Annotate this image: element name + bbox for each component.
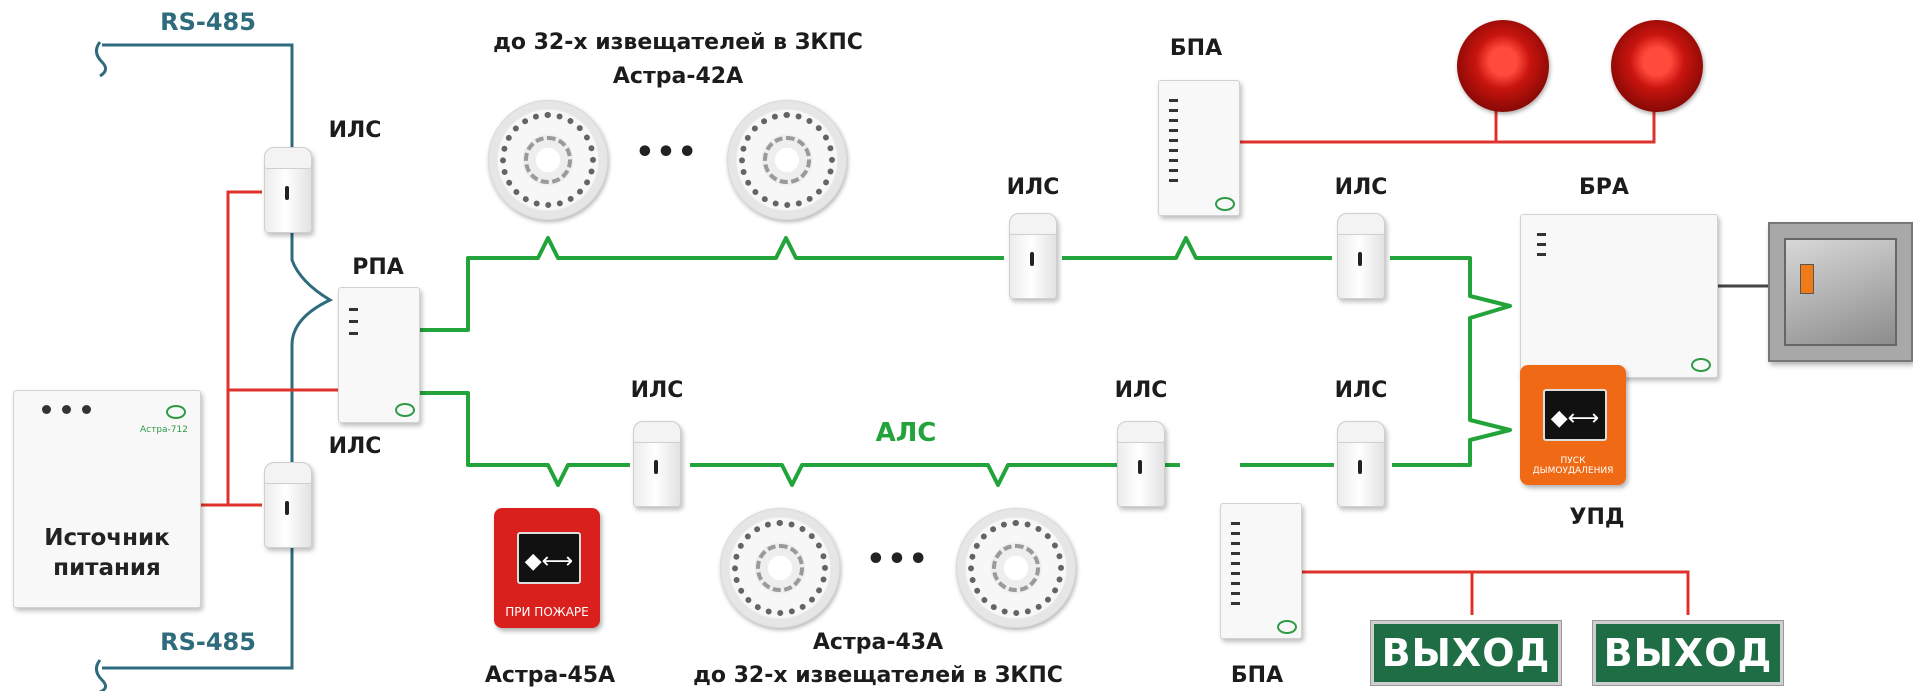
detector-astra43a <box>720 508 840 628</box>
ils-bottom-2-label: ИЛС <box>1114 378 1168 403</box>
als-loop <box>420 236 1512 487</box>
ils-top-right <box>1337 213 1385 299</box>
logo-icon <box>1277 620 1297 634</box>
detectors-top-caption: до 32-х извещателей в ЗКПС <box>493 30 863 55</box>
mcp-smoke-exhaust[interactable]: ◆⟷ ПУСК ДЫМОУДАЛЕНИЯ <box>1520 365 1626 485</box>
ils-bottom-1-label: ИЛС <box>630 378 684 403</box>
exit-sign-2: ВЫХОД <box>1593 621 1783 685</box>
bpa-bottom-device <box>1220 503 1302 639</box>
actuator-icon <box>1800 264 1814 294</box>
ils-top-mid-label: ИЛС <box>1006 175 1060 200</box>
mcp-window-icon: ◆⟷ <box>1543 389 1607 441</box>
power-source: Астра-712 Источник питания <box>13 390 201 608</box>
mcp-fire[interactable]: ◆⟷ ПРИ ПОЖАРЕ <box>494 508 600 628</box>
power-lines <box>200 105 1690 615</box>
detector-astra42a <box>727 100 847 220</box>
bra-device <box>1520 214 1718 378</box>
fire-damper <box>1768 222 1913 362</box>
bpa-bottom-label: БПА <box>1230 663 1284 688</box>
detectors-bottom-model: Астра-43А <box>812 630 944 655</box>
detectors-bottom-caption: до 32-х извещателей в ЗКПС <box>693 663 1063 688</box>
logo-icon <box>166 405 186 419</box>
rs485-top-label: RS-485 <box>160 8 256 36</box>
detector-astra42a <box>488 100 608 220</box>
siren-icon <box>1611 20 1703 112</box>
ils-bottom-2 <box>1117 421 1165 507</box>
ellipsis-bottom: ••• <box>866 542 930 577</box>
logo-icon <box>395 403 415 417</box>
ils-top-right-label: ИЛС <box>1334 175 1388 200</box>
ils-bottom-left-label: ИЛС <box>328 434 382 459</box>
ils-bottom-3-label: ИЛС <box>1334 378 1388 403</box>
logo-icon <box>1691 358 1711 372</box>
astra45-label: Астра-45А <box>484 663 616 688</box>
siren-icon <box>1457 20 1549 112</box>
bpa-top-device <box>1158 80 1240 216</box>
ils-bottom-left <box>264 462 312 548</box>
ils-top-mid <box>1009 213 1057 299</box>
ils-top-left <box>264 147 312 233</box>
rpa-label: РПА <box>352 255 404 280</box>
led-icon <box>62 405 71 414</box>
upd-label: УПД <box>1569 505 1625 530</box>
ils-bottom-1 <box>633 421 681 507</box>
detectors-top-model: Астра-42А <box>612 64 744 89</box>
rs485-bottom-label: RS-485 <box>160 628 256 656</box>
logo-icon <box>1215 197 1235 211</box>
led-icon <box>82 405 91 414</box>
power-source-title-2: питания <box>53 555 161 581</box>
als-label: АЛС <box>875 418 937 448</box>
detector-astra43a <box>956 508 1076 628</box>
mcp-fire-caption: ПРИ ПОЖАРЕ <box>505 605 589 619</box>
power-source-model: Астра-712 <box>139 425 188 435</box>
exit-sign-1: ВЫХОД <box>1371 621 1561 685</box>
bpa-top-label: БПА <box>1169 36 1223 61</box>
rpa-device <box>338 287 420 423</box>
ils-top-left-label: ИЛС <box>328 118 382 143</box>
ils-bottom-3 <box>1337 421 1385 507</box>
mcp-window-icon: ◆⟷ <box>517 532 581 584</box>
ellipsis-top: ••• <box>635 135 699 170</box>
bra-label: БРА <box>1579 175 1629 200</box>
led-icon <box>42 405 51 414</box>
mcp-smoke-caption: ПУСК ДЫМОУДАЛЕНИЯ <box>1532 456 1614 476</box>
power-source-title-1: Источник <box>44 525 170 551</box>
rs485-bus <box>95 41 334 691</box>
